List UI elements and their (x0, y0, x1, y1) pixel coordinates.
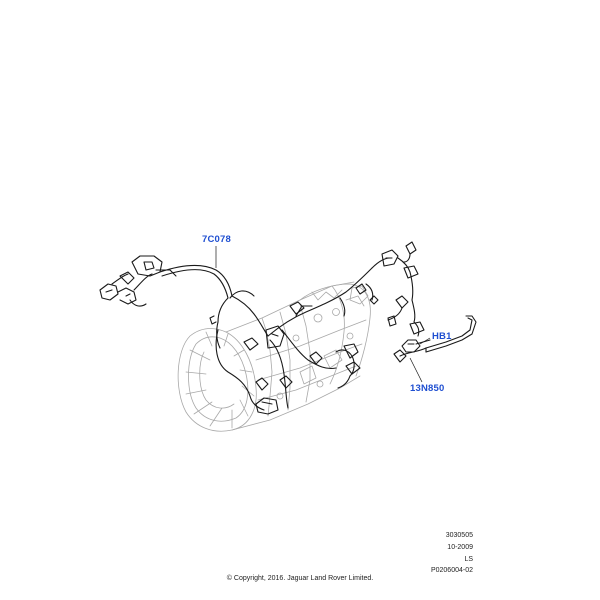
callout-harness-label[interactable]: 7C078 (202, 234, 231, 245)
callout-connector-label[interactable]: HB1 (432, 331, 452, 342)
transmission-housing (177, 281, 371, 432)
illustration-model: LS (464, 556, 473, 563)
leader-lines (215, 246, 431, 383)
wiring-harness-7c078 (99, 241, 425, 415)
illustration-number: 3030505 (445, 532, 473, 539)
copyright-notice: © Copyright, 2016. Jaguar Land Rover Lim… (226, 575, 374, 582)
sensor-13n850 (393, 315, 477, 363)
illustration-reference: P0206004-02 (430, 567, 473, 574)
callout-sensor-label[interactable]: 13N850 (410, 383, 445, 394)
illustration-date: 10-2009 (447, 544, 473, 551)
